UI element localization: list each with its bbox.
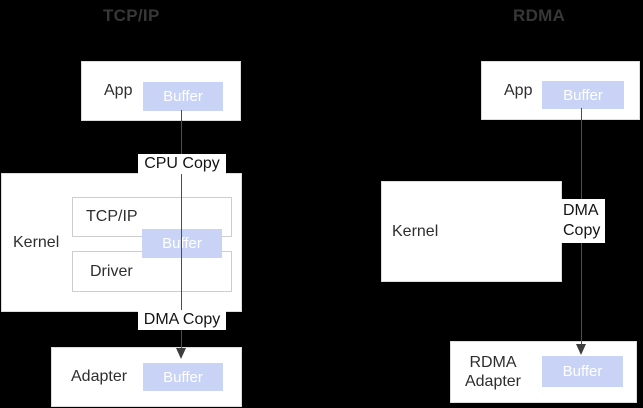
rdma-app-buffer-chip: Buffer [542, 81, 624, 109]
rdma-dma-copy-line2: Copy [563, 222, 601, 239]
rdma-flow-line-to-adapter [581, 243, 582, 344]
rdma-adapter-label: RDMA Adapter [459, 353, 527, 391]
tcpip-flow-line-through-kernel [181, 174, 182, 311]
tcpip-app-buffer-chip: Buffer [143, 82, 223, 111]
tcpip-adapter-label: Adapter [71, 368, 128, 385]
rdma-arrow-down-icon [576, 344, 586, 355]
rdma-dma-copy-label: DMA Copy [560, 199, 605, 243]
rdma-flow-line-app-to-dmacopy [581, 108, 582, 199]
tcpip-flow-line-app-to-cpucopy [181, 110, 182, 155]
tcpip-arrow-down-icon [176, 348, 186, 359]
tcpip-driver-layer-label: Driver [90, 262, 133, 280]
rdma-adapter-label-line1: RDMA [469, 354, 517, 371]
tcpip-flow-line-to-adapter [181, 330, 182, 349]
rdma-app-box: App Buffer [481, 61, 640, 120]
tcpip-kernel-buffer-chip: Buffer [142, 229, 222, 258]
tcpip-adapter-box: Adapter Buffer [51, 347, 242, 407]
tcpip-app-label: App [104, 82, 133, 99]
rdma-adapter-box: RDMA Adapter Buffer [450, 341, 637, 403]
rdma-adapter-buffer-chip: Buffer [542, 356, 623, 387]
rdma-column-title: RDMA [513, 6, 566, 25]
tcpip-kernel-box: Kernel TCP/IP Driver Buffer [1, 173, 242, 312]
tcpip-driver-layer-box: Driver [72, 251, 232, 292]
tcpip-app-box: App Buffer [81, 61, 241, 121]
tcpip-dma-copy-label: DMA Copy [138, 310, 226, 330]
tcpip-cpu-copy-label: CPU Copy [138, 154, 226, 174]
rdma-app-label: App [504, 81, 533, 99]
rdma-dma-copy-line1: DMA [563, 202, 599, 219]
tcpip-kernel-label: Kernel [13, 233, 60, 251]
rdma-adapter-label-line2: Adapter [464, 373, 522, 390]
rdma-kernel-label: Kernel [392, 222, 439, 240]
tcpip-column-title: TCP/IP [103, 6, 160, 25]
tcpip-stack-layer-label: TCP/IP [86, 208, 138, 225]
rdma-kernel-box: Kernel [381, 181, 562, 282]
tcpip-adapter-buffer-chip: Buffer [143, 363, 223, 391]
